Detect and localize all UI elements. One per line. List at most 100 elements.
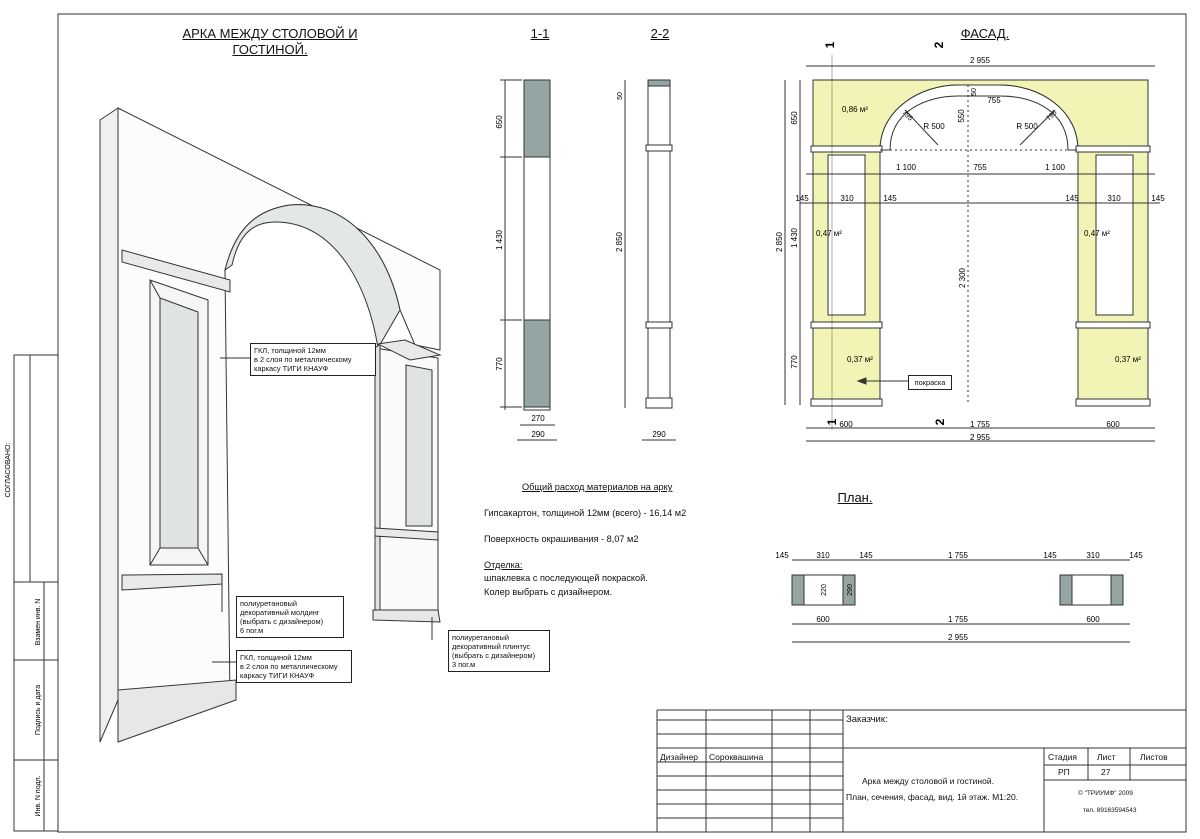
- note-molding-l3: (выбрать с дизайнером): [240, 617, 324, 626]
- stamp-stage-value: РП: [1058, 767, 1070, 777]
- plan: [791, 559, 1130, 643]
- facade-w-310b: 310: [1107, 194, 1121, 203]
- s2-cap: [647, 79, 671, 87]
- arch-soffit: [224, 204, 401, 350]
- summary-heading: Общий расход материалов на арку: [522, 482, 673, 492]
- right-pier-molding: [374, 527, 439, 541]
- title-block: [656, 709, 1186, 832]
- plan-right-fill-b: [1110, 574, 1124, 606]
- facade-mark-2-top: 2: [932, 41, 946, 48]
- facade-w-755-top: 755: [987, 96, 1001, 105]
- plan-t-145c: 145: [1043, 551, 1057, 560]
- facade-w-145b: 145: [883, 194, 897, 203]
- facade-area-mid-r: 0,47 м²: [1084, 229, 1110, 238]
- plan-left-fill-a: [791, 574, 805, 606]
- right-pier-side: [374, 342, 381, 613]
- facade-w-755: 755: [973, 163, 987, 172]
- note-plinth-l3: (выбрать с дизайнером): [452, 651, 536, 660]
- note-gkl-upper-l2: в 2 слоя по металлическому: [254, 355, 352, 364]
- s2-molding-top: [645, 144, 673, 152]
- facade-right-window: [1095, 154, 1134, 316]
- s1-dim-1430: 1 430: [495, 229, 504, 250]
- summary-line1: Гипсакартон, толщиной 12мм (всего) - 16,…: [484, 508, 687, 518]
- facade-h-550: 550: [957, 109, 966, 123]
- note-gkl-upper-l1: ГКЛ, толщиной 12мм: [254, 346, 326, 355]
- note-gkl-lower-l2: в 2 слоя по металлическому: [240, 662, 338, 671]
- sidebar-inv: Инв. N подл.: [35, 775, 42, 816]
- facade-total-w: 2 955: [970, 56, 991, 65]
- facade-b-total: 2 955: [970, 433, 991, 442]
- s1-dim-650: 650: [495, 115, 504, 129]
- facade-right-plinth: [1075, 398, 1151, 407]
- plan-d-220: 220: [821, 584, 828, 596]
- facade-w-145d: 145: [1151, 194, 1165, 203]
- note-plinth-l4: 3 пог.м: [452, 660, 476, 669]
- section-2-2: [624, 79, 676, 441]
- facade-w-310a: 310: [840, 194, 854, 203]
- note-plinth-l2: декоративный плинтус: [452, 642, 531, 651]
- facade-area-top: 0,86 м²: [842, 105, 868, 114]
- note-gkl-lower-l1: ГКЛ, толщиной 12мм: [240, 653, 312, 662]
- facade-title: ФАСАД.: [960, 26, 1010, 41]
- facade-r-line1: [904, 109, 939, 146]
- s1-dim-770: 770: [495, 357, 504, 371]
- note-plinth-l1: полиуретановый: [452, 633, 509, 642]
- facade-b-1755: 1 755: [970, 420, 991, 429]
- note-molding-l4: 6 пог.м: [240, 626, 264, 635]
- sidebar-outer: [13, 354, 59, 832]
- section-1-1: [500, 79, 557, 441]
- leaders: [212, 357, 433, 663]
- note-gkl-upper-l3: каркасу ТИГИ КНАУФ: [254, 364, 329, 373]
- s2-dim-290: 290: [652, 430, 666, 439]
- stamp-designer-label: Дизайнер: [660, 752, 699, 762]
- facade-right-molding-bot: [1075, 321, 1151, 329]
- plan-t-145d: 145: [1129, 551, 1143, 560]
- plan-t-145b: 145: [859, 551, 873, 560]
- plan-left-fill-b: [842, 574, 856, 606]
- facade-r1: R 500: [923, 122, 945, 131]
- main-title-line1: АРКА МЕЖДУ СТОЛОВОЙ И: [182, 26, 358, 41]
- stamp-stage-label: Стадия: [1048, 752, 1077, 762]
- facade-h-50: 50: [971, 88, 978, 96]
- facade-right-molding-top: [1075, 145, 1151, 153]
- summary-line2: Поверхность окрашивания - 8,07 м2: [484, 534, 639, 544]
- stamp-designer-name: Сороквашина: [709, 752, 764, 762]
- stamp-desc1: Арка между столовой и гостиной.: [862, 776, 994, 786]
- s1-top-fill: [523, 79, 551, 158]
- s2-molding-bot: [645, 321, 673, 329]
- s1-dim-290: 290: [531, 430, 545, 439]
- note-plinth: полиуретановый декоративный плинтус (выб…: [448, 630, 550, 672]
- right-pier-cap: [376, 339, 442, 361]
- facade-mark-1-top: 1: [823, 41, 837, 48]
- plan-t-310a: 310: [816, 551, 830, 560]
- left-plinth: [117, 679, 237, 743]
- facade-area-bot-r: 0,37 м²: [1115, 355, 1141, 364]
- left-recess-edge-a: [149, 279, 161, 299]
- summary-finish-heading: Отделка:: [484, 560, 523, 570]
- plan-b-1755: 1 755: [948, 615, 969, 624]
- right-recess: [405, 364, 433, 527]
- plan-right-fill-a: [1059, 574, 1073, 606]
- plan-t-145a: 145: [775, 551, 789, 560]
- facade-h-650: 650: [790, 111, 799, 125]
- arch-perspective: [99, 107, 442, 743]
- facade-left-window: [827, 154, 866, 316]
- facade-mark-1-bot: 1: [825, 418, 839, 425]
- note-paint: покраска: [908, 375, 952, 390]
- plan-b-600a: 600: [816, 615, 830, 624]
- summary-finish2: Колер выбрать с дизайнером.: [484, 587, 613, 597]
- stamp-desc2: План, сечения, фасад, вид. 1й этаж. М1:2…: [846, 792, 1019, 802]
- left-recess-inner: [159, 297, 199, 549]
- s2-body: [647, 79, 671, 409]
- facade-left-molding-top: [810, 145, 883, 153]
- summary-finish1: шпаклевка с последующей покраской.: [484, 573, 648, 583]
- s2-dim-2850: 2 850: [615, 231, 624, 252]
- facade-area-mid-l: 0,47 м²: [816, 229, 842, 238]
- facade-w-145a: 145: [795, 194, 809, 203]
- plan-title: План.: [837, 490, 873, 505]
- stamp-sheet-label: Лист: [1097, 752, 1116, 762]
- note-gkl-upper: ГКЛ, толщиной 12мм в 2 слоя по металличе…: [250, 343, 376, 376]
- stamp-phone: тел. 89163594543: [1083, 807, 1137, 814]
- sidebar-agreed: СОГЛАСОВАНО:: [5, 443, 12, 498]
